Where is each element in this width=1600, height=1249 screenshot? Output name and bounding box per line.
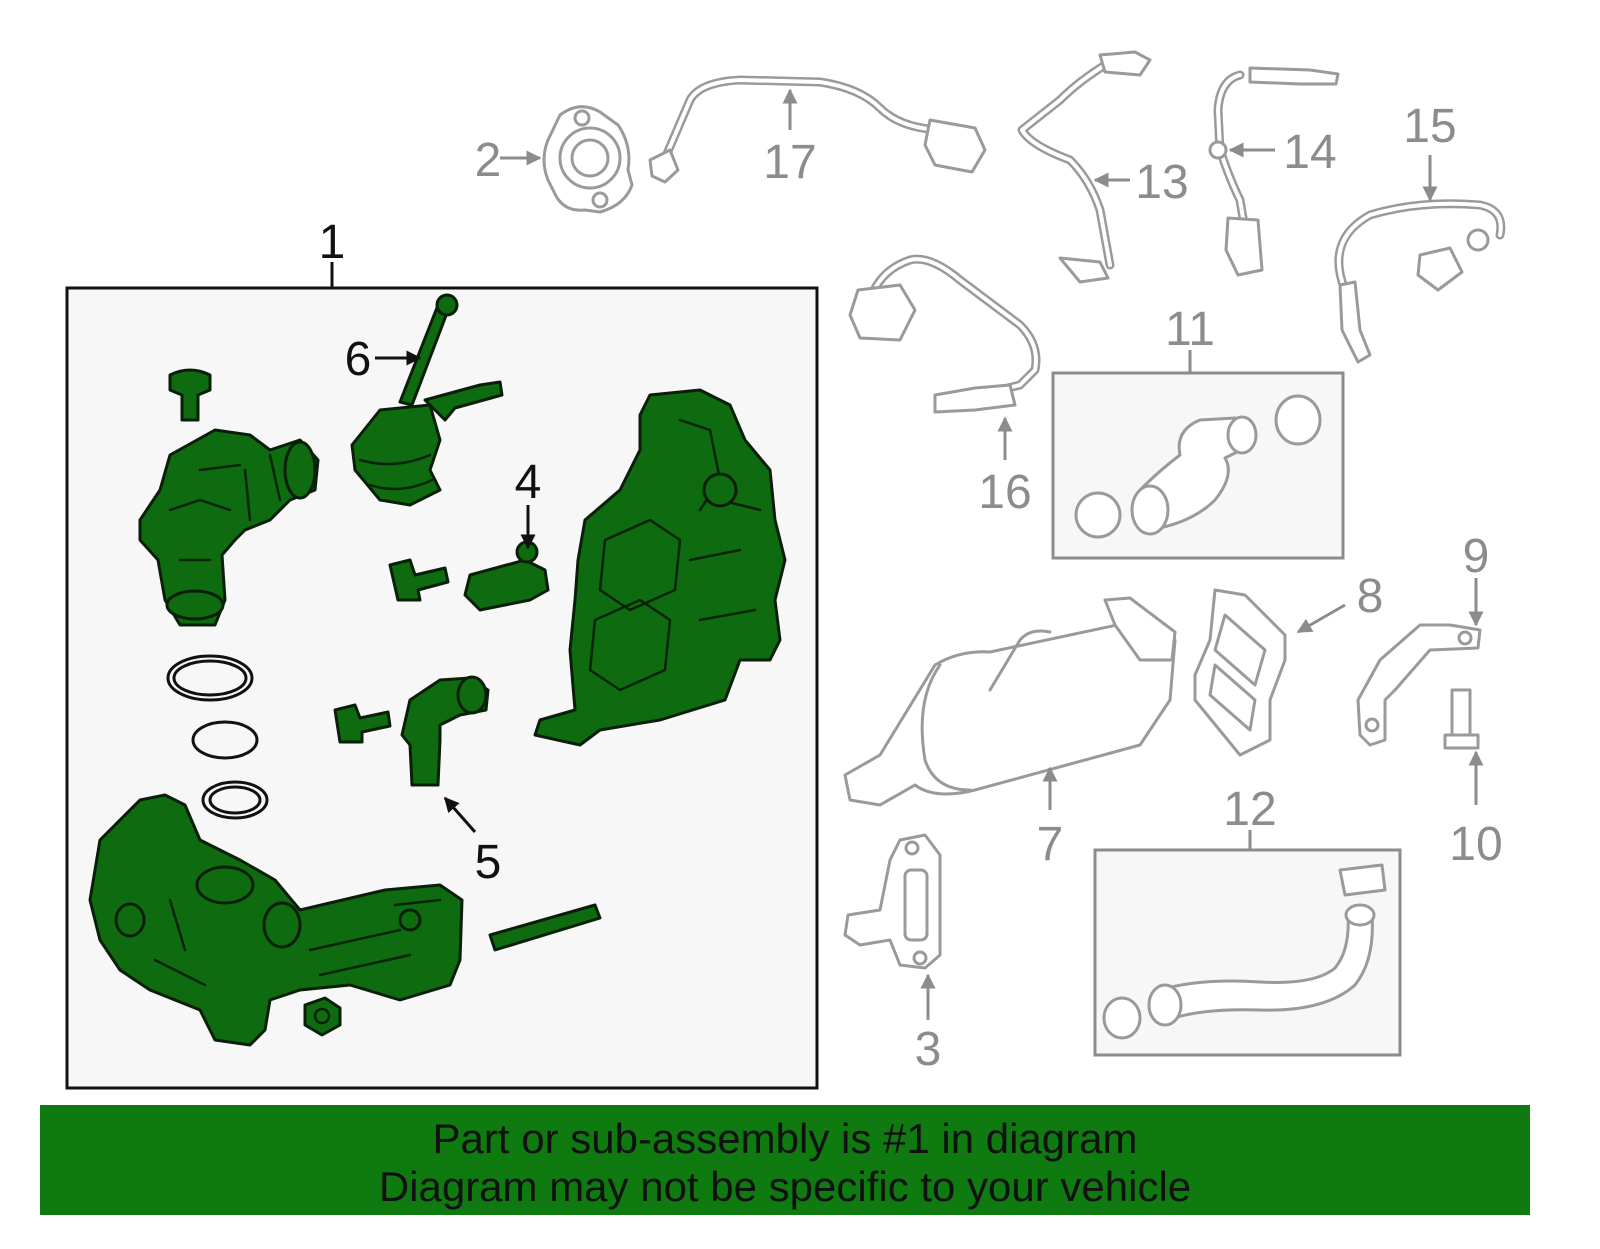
callout-12[interactable]: 12 — [1223, 783, 1276, 836]
bolt-mid — [388, 558, 450, 602]
part-15-sensor — [1334, 199, 1506, 364]
callout-13[interactable]: 13 — [1135, 156, 1188, 209]
callout-4[interactable]: 4 — [515, 456, 542, 509]
part-17-sensor — [648, 75, 987, 184]
part-9-bracket — [1356, 623, 1482, 747]
bolt-lower — [333, 703, 392, 744]
callout-15[interactable]: 15 — [1403, 100, 1456, 153]
part-11-hose-kit — [1074, 394, 1322, 539]
part-13-sensor — [1017, 50, 1152, 284]
nut — [303, 996, 342, 1037]
egr-body-right — [533, 388, 787, 747]
banner-line-2: Diagram may not be specific to your vehi… — [378, 1163, 1192, 1210]
callout-3[interactable]: 3 — [915, 1023, 942, 1076]
callout-11[interactable]: 11 — [1165, 303, 1215, 356]
egr-valve-housing-left — [138, 428, 320, 627]
part-16-sensor — [848, 254, 1041, 414]
callout-9[interactable]: 9 — [1463, 530, 1490, 583]
callout-2[interactable]: 2 — [475, 134, 502, 187]
part-10-bolt — [1443, 688, 1480, 750]
part-14-sensor — [1208, 66, 1340, 277]
callout-6[interactable]: 6 — [345, 333, 372, 386]
callout-16[interactable]: 16 — [978, 466, 1031, 519]
part-7-egr-cooler — [843, 596, 1177, 807]
callout-5[interactable]: 5 — [475, 836, 502, 889]
notice-banner: Part or sub-assembly is #1 in diagram Di… — [40, 1105, 1530, 1215]
egr-pipe-lower — [88, 793, 464, 1047]
banner-line-1: Part or sub-assembly is #1 in diagram — [432, 1115, 1138, 1162]
part-2-gasket — [542, 105, 634, 214]
leader-lines — [375, 88, 1484, 1020]
part-12-hose-kit — [1102, 863, 1387, 1040]
part-5-pipe — [400, 675, 490, 787]
part-6-actuator — [350, 293, 504, 507]
o-rings — [166, 654, 269, 820]
callout-1[interactable]: 1 — [319, 216, 346, 269]
callout-17[interactable]: 17 — [763, 136, 816, 189]
bolt-upper — [168, 368, 212, 422]
callout-numbers: 1 2 3 4 5 6 7 8 9 10 11 12 13 14 15 16 1… — [319, 100, 1503, 1076]
part-3-gasket — [843, 833, 942, 970]
callout-7[interactable]: 7 — [1037, 818, 1064, 871]
part-8-gasket — [1193, 588, 1287, 757]
callout-10[interactable]: 10 — [1449, 818, 1502, 871]
stud — [488, 903, 602, 952]
callout-8[interactable]: 8 — [1357, 570, 1384, 623]
callout-14[interactable]: 14 — [1283, 126, 1336, 179]
